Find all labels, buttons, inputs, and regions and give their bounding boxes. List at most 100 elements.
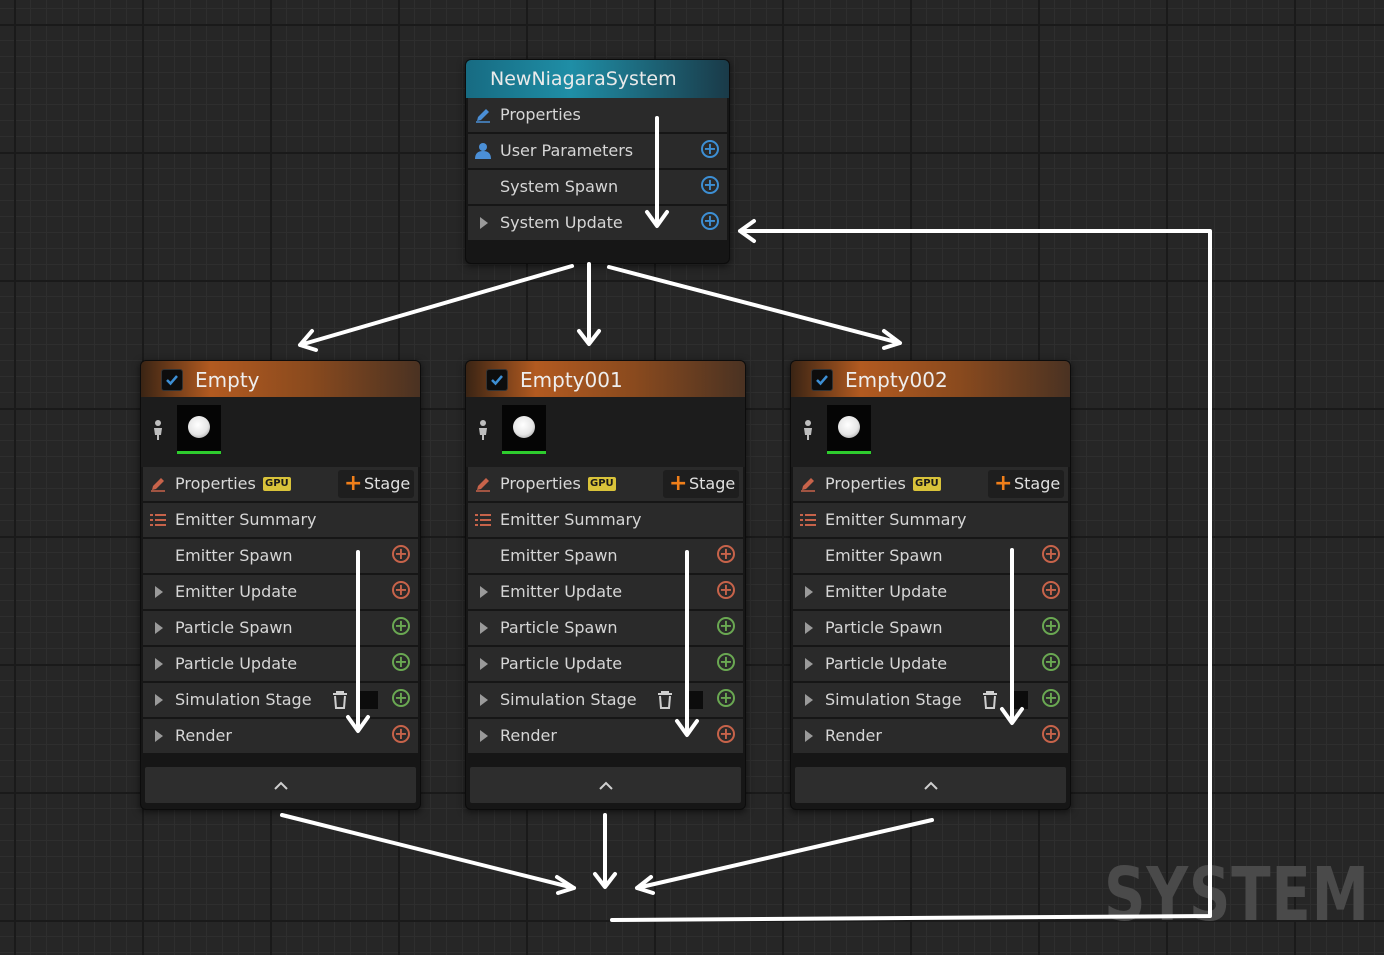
add-particle-update-module-button[interactable]: + [717, 653, 735, 671]
expand-arrow-icon[interactable] [480, 658, 488, 670]
emitter-title[interactable]: Empty001 [520, 368, 623, 392]
add-emitter-update-module-button[interactable]: + [717, 581, 735, 599]
emitter-spawn-row[interactable]: Emitter Spawn+ [468, 539, 743, 573]
emitter-update-row[interactable]: Emitter Update + [468, 575, 743, 609]
expand-arrow-icon[interactable] [155, 658, 163, 670]
simulation-stage-row[interactable]: Simulation Stage + [468, 683, 743, 717]
emitter-summary-row[interactable]: Emitter Summary [793, 503, 1068, 537]
emitter-summary-row[interactable]: Emitter Summary [143, 503, 418, 537]
expand-arrow-icon[interactable] [155, 694, 163, 706]
expand-arrow-icon[interactable] [805, 694, 813, 706]
emitter-enabled-checkbox[interactable] [811, 369, 833, 391]
particle-spawn-row[interactable]: Particle Spawn+ [468, 611, 743, 645]
system-spawn-row[interactable]: System Spawn + [468, 170, 727, 204]
trash-icon[interactable] [332, 691, 348, 709]
add-renderer-button[interactable]: + [717, 725, 735, 743]
user-parameters-row[interactable]: User Parameters + [468, 134, 727, 168]
expand-arrow-icon[interactable] [155, 622, 163, 634]
emitter-update-row[interactable]: Emitter Update+ [143, 575, 418, 609]
add-emitter-spawn-module-button[interactable]: + [717, 545, 735, 563]
particle-spawn-row[interactable]: Particle Spawn+ [143, 611, 418, 645]
emitter-node-empty002[interactable]: Empty002 Properties GPU +Stage Emitter S… [790, 360, 1071, 810]
simulation-stage-row[interactable]: Simulation Stage + [143, 683, 418, 717]
simulation-stage-row[interactable]: Simulation Stage + [793, 683, 1068, 717]
emitter-node-empty001[interactable]: Empty001 Properties GPU +Stage Emitter S… [465, 360, 746, 810]
emitter-thumbnail[interactable] [177, 405, 221, 454]
emitter-spawn-row[interactable]: Emitter Spawn+ [143, 539, 418, 573]
collapse-node-button[interactable] [145, 767, 416, 803]
system-node-title[interactable]: NewNiagaraSystem [466, 60, 729, 98]
add-particle-update-module-button[interactable]: + [1042, 653, 1060, 671]
particle-update-row[interactable]: Particle Update+ [143, 647, 418, 681]
system-properties-row[interactable]: Properties [468, 98, 727, 132]
add-simulation-stage-module-button[interactable]: + [717, 689, 735, 707]
emitter-update-label: Emitter Update [500, 582, 623, 601]
simulation-stage-enable-toggle[interactable] [1010, 691, 1028, 709]
emitter-enabled-checkbox[interactable] [161, 369, 183, 391]
add-particle-spawn-module-button[interactable]: + [1042, 617, 1060, 635]
collapse-node-button[interactable] [470, 767, 741, 803]
emitter-spawn-row[interactable]: Emitter Spawn+ [793, 539, 1068, 573]
expand-arrow-icon[interactable] [805, 622, 813, 634]
render-row[interactable]: Render+ [143, 719, 418, 753]
expand-arrow-icon[interactable] [155, 730, 163, 742]
add-stage-button[interactable]: +Stage [338, 470, 414, 498]
particle-update-row[interactable]: Particle Update+ [793, 647, 1068, 681]
pencil-icon [476, 478, 490, 492]
add-user-parameter-button[interactable]: + [701, 140, 719, 158]
emitter-thumbnail[interactable] [827, 405, 871, 454]
add-stage-button[interactable]: +Stage [988, 470, 1064, 498]
expand-arrow-icon[interactable] [480, 694, 488, 706]
emitter-properties-row[interactable]: Properties GPU +Stage [143, 467, 418, 501]
expand-arrow-icon[interactable] [805, 586, 813, 598]
emitter-summary-label: Emitter Summary [825, 510, 967, 529]
emitter-header[interactable]: Empty [141, 361, 420, 397]
add-stage-button[interactable]: +Stage [663, 470, 739, 498]
emitter-properties-row[interactable]: Properties GPU +Stage [793, 467, 1068, 501]
add-renderer-button[interactable]: + [1042, 725, 1060, 743]
system-update-label: System Update [500, 213, 623, 232]
emitter-update-row[interactable]: Emitter Update+ [793, 575, 1068, 609]
emitter-header[interactable]: Empty002 [791, 361, 1070, 397]
expand-arrow-icon[interactable] [480, 622, 488, 634]
system-update-row[interactable]: System Update + [468, 206, 727, 240]
add-renderer-button[interactable]: + [392, 725, 410, 743]
trash-icon[interactable] [982, 691, 998, 709]
emitter-thumbnail[interactable] [502, 405, 546, 454]
add-system-update-module-button[interactable]: + [701, 212, 719, 230]
expand-arrow-icon[interactable] [480, 730, 488, 742]
emitter-title[interactable]: Empty002 [845, 368, 948, 392]
add-emitter-update-module-button[interactable]: + [1042, 581, 1060, 599]
add-simulation-stage-module-button[interactable]: + [392, 689, 410, 707]
add-particle-update-module-button[interactable]: + [392, 653, 410, 671]
expand-arrow-icon[interactable] [805, 658, 813, 670]
simulation-stage-enable-toggle[interactable] [360, 691, 378, 709]
expand-arrow-icon[interactable] [805, 730, 813, 742]
emitter-title[interactable]: Empty [195, 368, 260, 392]
emitter-summary-row[interactable]: Emitter Summary [468, 503, 743, 537]
system-node[interactable]: NewNiagaraSystem Properties User Paramet… [465, 59, 730, 264]
expand-arrow-icon[interactable] [480, 217, 488, 229]
simulation-stage-enable-toggle[interactable] [685, 691, 703, 709]
render-row[interactable]: Render+ [793, 719, 1068, 753]
add-emitter-spawn-module-button[interactable]: + [1042, 545, 1060, 563]
add-particle-spawn-module-button[interactable]: + [392, 617, 410, 635]
add-emitter-update-module-button[interactable]: + [392, 581, 410, 599]
add-particle-spawn-module-button[interactable]: + [717, 617, 735, 635]
expand-arrow-icon[interactable] [480, 586, 488, 598]
particle-update-label: Particle Update [500, 654, 623, 673]
expand-arrow-icon[interactable] [155, 586, 163, 598]
collapse-node-button[interactable] [795, 767, 1066, 803]
emitter-enabled-checkbox[interactable] [486, 369, 508, 391]
plus-icon: + [344, 471, 363, 496]
emitter-node-empty[interactable]: Empty Properties GPU +Stage Emitter Summ… [140, 360, 421, 810]
particle-update-row[interactable]: Particle Update + [468, 647, 743, 681]
emitter-properties-row[interactable]: Properties GPU +Stage [468, 467, 743, 501]
particle-spawn-row[interactable]: Particle Spawn+ [793, 611, 1068, 645]
add-simulation-stage-module-button[interactable]: + [1042, 689, 1060, 707]
emitter-header[interactable]: Empty001 [466, 361, 745, 397]
add-emitter-spawn-module-button[interactable]: + [392, 545, 410, 563]
add-system-spawn-module-button[interactable]: + [701, 176, 719, 194]
render-row[interactable]: Render+ [468, 719, 743, 753]
trash-icon[interactable] [657, 691, 673, 709]
